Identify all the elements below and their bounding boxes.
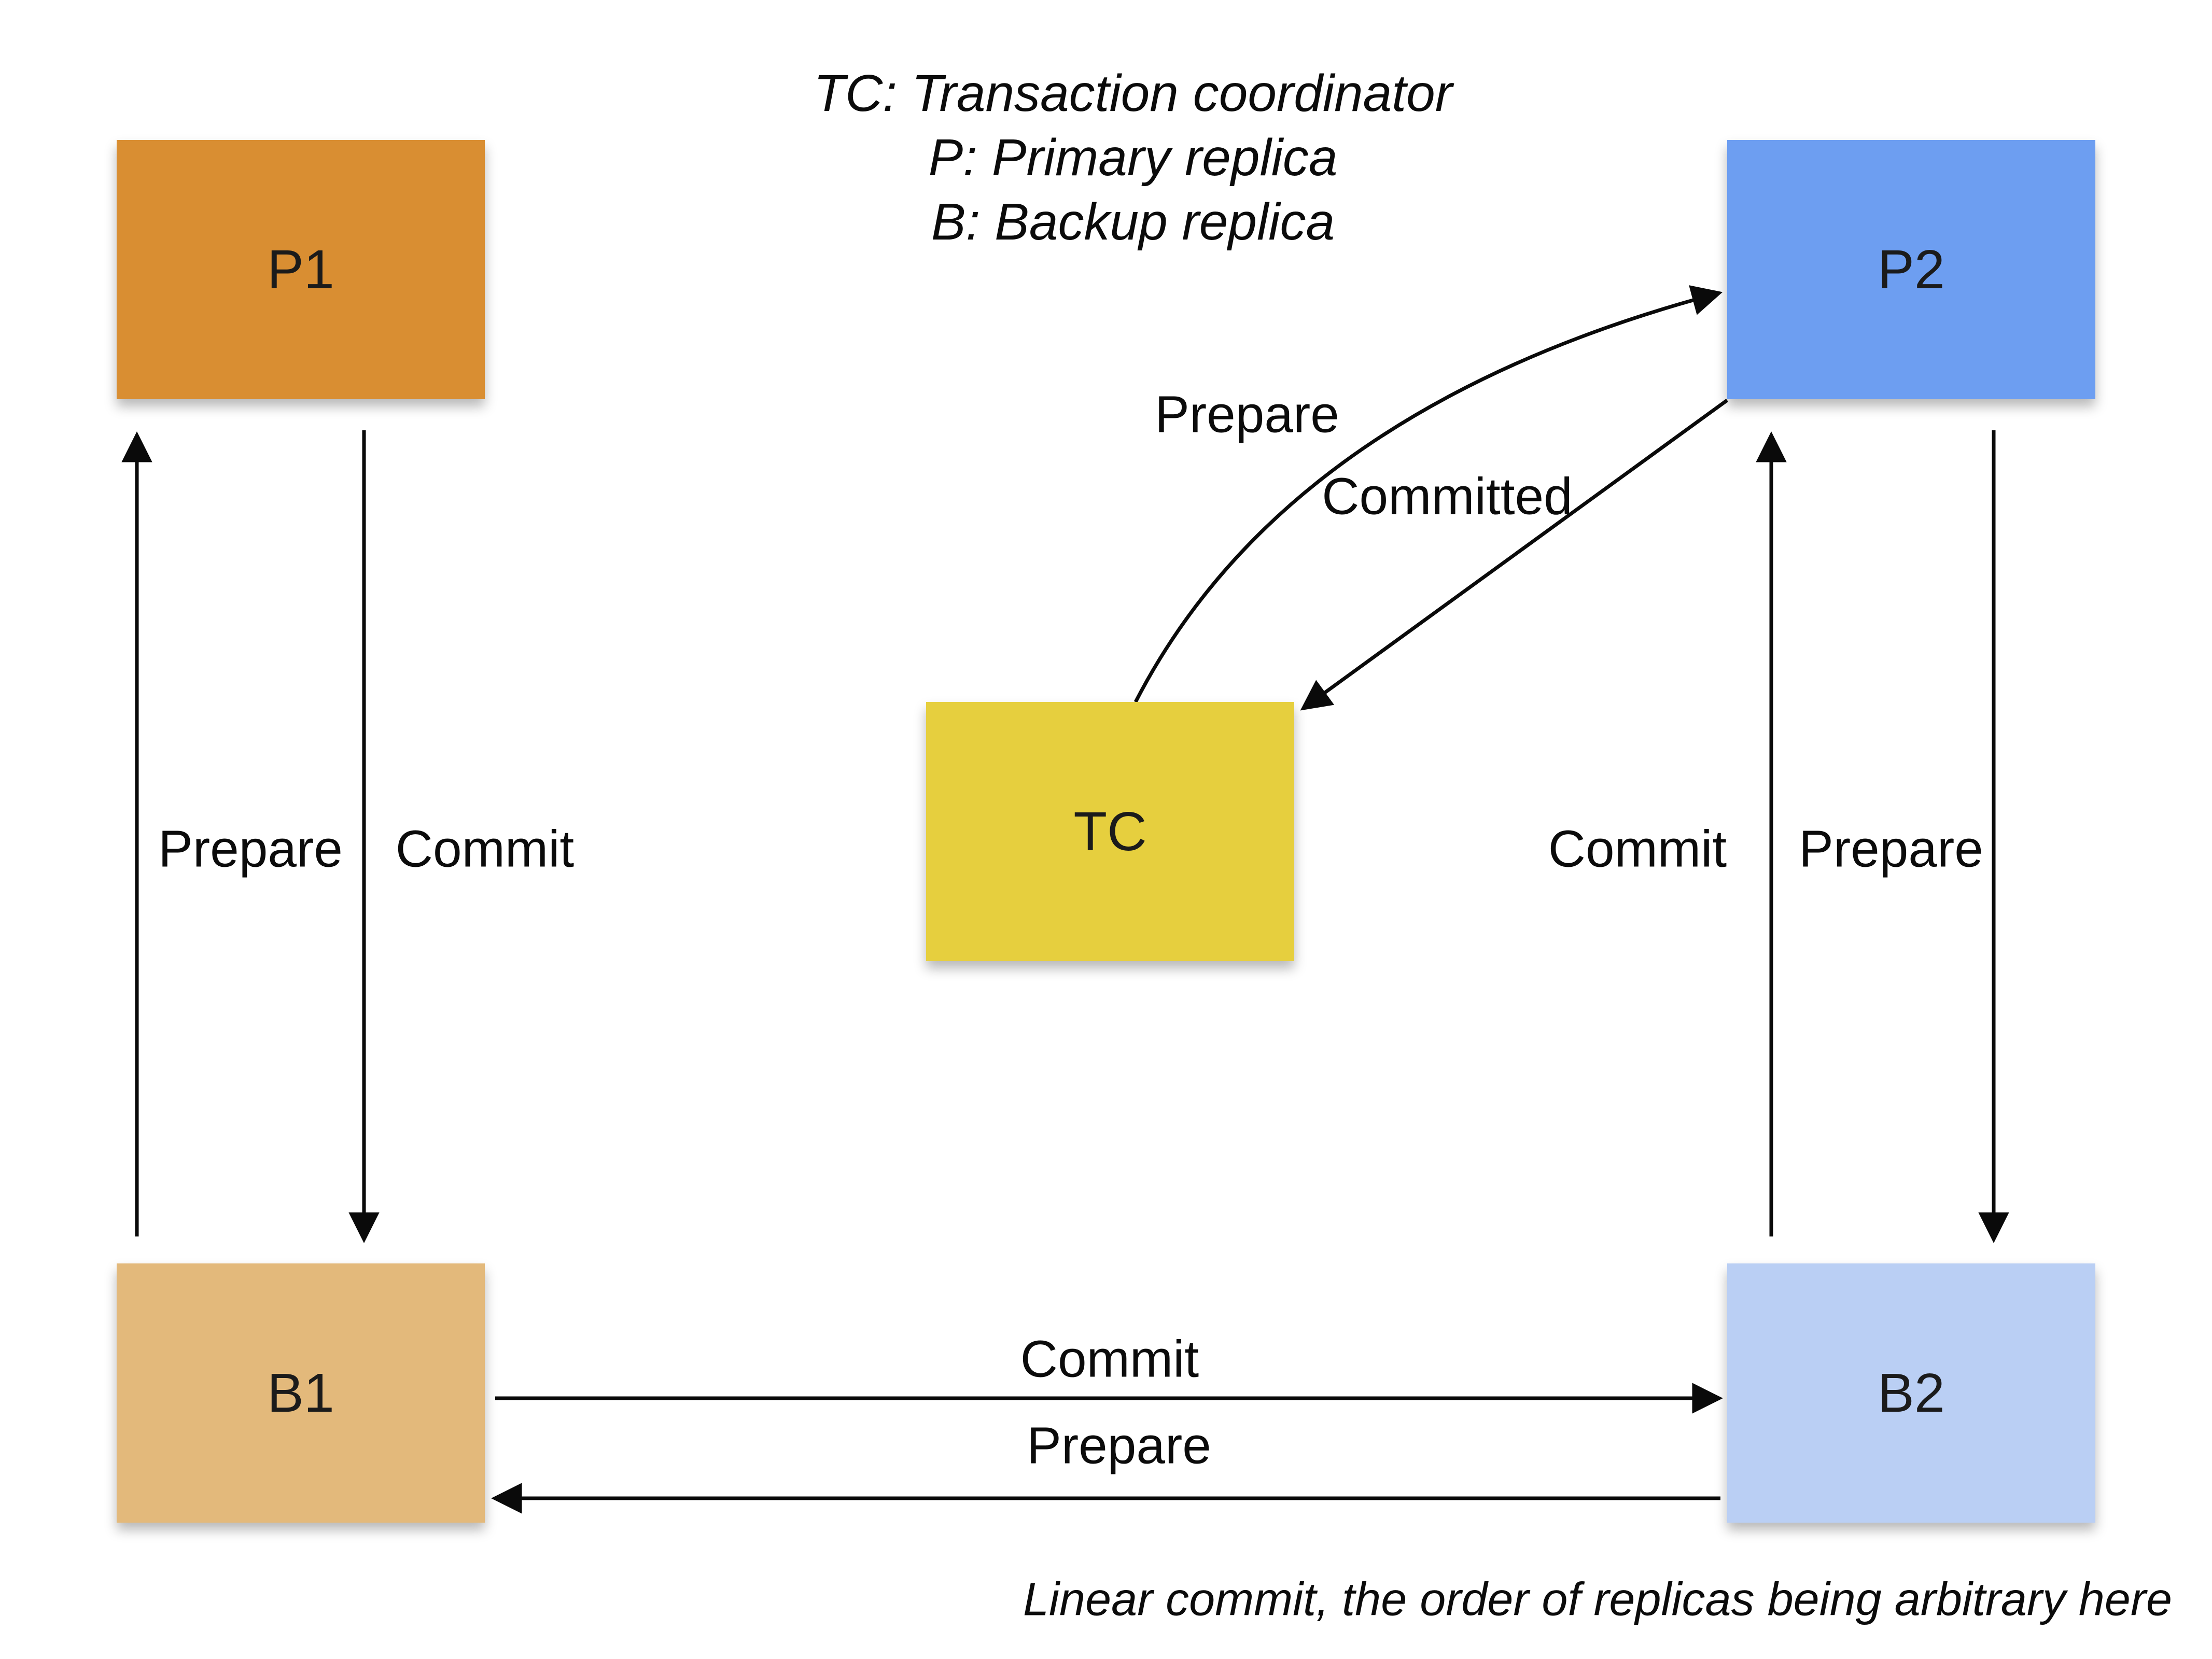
node-backup-replica-1: B1 bbox=[117, 1263, 485, 1523]
edge-label-commit-b1-b2: Commit bbox=[1020, 1330, 1199, 1388]
edge-label-prepare-b2-b1: Prepare bbox=[1027, 1416, 1211, 1475]
legend: TC: Transaction coordinator P: Primary r… bbox=[814, 61, 1452, 254]
node-label: P2 bbox=[1878, 238, 1945, 300]
node-label: P1 bbox=[267, 238, 334, 300]
legend-line-primary: P: Primary replica bbox=[928, 129, 1338, 187]
edge-label-prepare-b1-p1: Prepare bbox=[158, 820, 343, 878]
node-label: TC bbox=[1073, 800, 1147, 862]
node-primary-replica-1: P1 bbox=[117, 140, 485, 399]
arrow-committed-p2-to-tc bbox=[1300, 399, 1729, 711]
legend-line-backup: B: Backup replica bbox=[931, 193, 1335, 251]
node-primary-replica-2: P2 bbox=[1727, 140, 2095, 399]
edge-label-commit-b2-p2: Commit bbox=[1548, 820, 1727, 878]
node-transaction-coordinator: TC bbox=[926, 702, 1294, 961]
arrow-prepare-tc-to-p2 bbox=[1133, 285, 1723, 703]
node-label: B1 bbox=[267, 1362, 334, 1424]
edge-label-committed-p2-tc: Committed bbox=[1322, 467, 1573, 526]
edge-label-prepare-tc-p2: Prepare bbox=[1155, 385, 1339, 444]
node-label: B2 bbox=[1878, 1362, 1945, 1424]
diagram-caption: Linear commit, the order of replicas bei… bbox=[1023, 1573, 2173, 1626]
legend-line-tc: TC: Transaction coordinator bbox=[814, 64, 1452, 122]
node-backup-replica-2: B2 bbox=[1727, 1263, 2095, 1523]
edge-label-prepare-p2-b2: Prepare bbox=[1799, 820, 1983, 878]
edge-label-commit-p1-b1: Commit bbox=[395, 820, 575, 878]
